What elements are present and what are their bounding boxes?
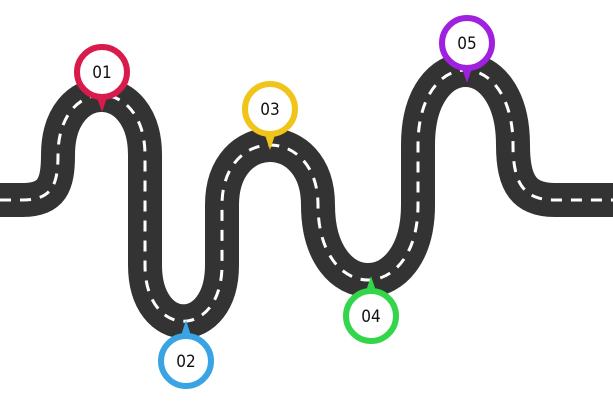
milestone-pin-02: 02 [158, 320, 214, 389]
milestone-pin-03: 03 [242, 81, 298, 150]
pin-label: 01 [92, 63, 111, 83]
milestone-pin-01: 01 [74, 44, 130, 112]
milestone-pin-04: 04 [343, 276, 399, 344]
road-surface [0, 53, 613, 339]
milestone-pin-05: 05 [439, 15, 495, 83]
pin-ring [439, 15, 495, 71]
pin-label: 02 [176, 352, 195, 372]
pin-label: 03 [260, 100, 279, 120]
pin-ring [242, 81, 298, 137]
pin-label: 04 [361, 307, 380, 327]
pin-ring [74, 44, 130, 100]
pin-ring [158, 333, 214, 389]
pin-ring [343, 288, 399, 344]
pin-label: 05 [457, 34, 476, 54]
